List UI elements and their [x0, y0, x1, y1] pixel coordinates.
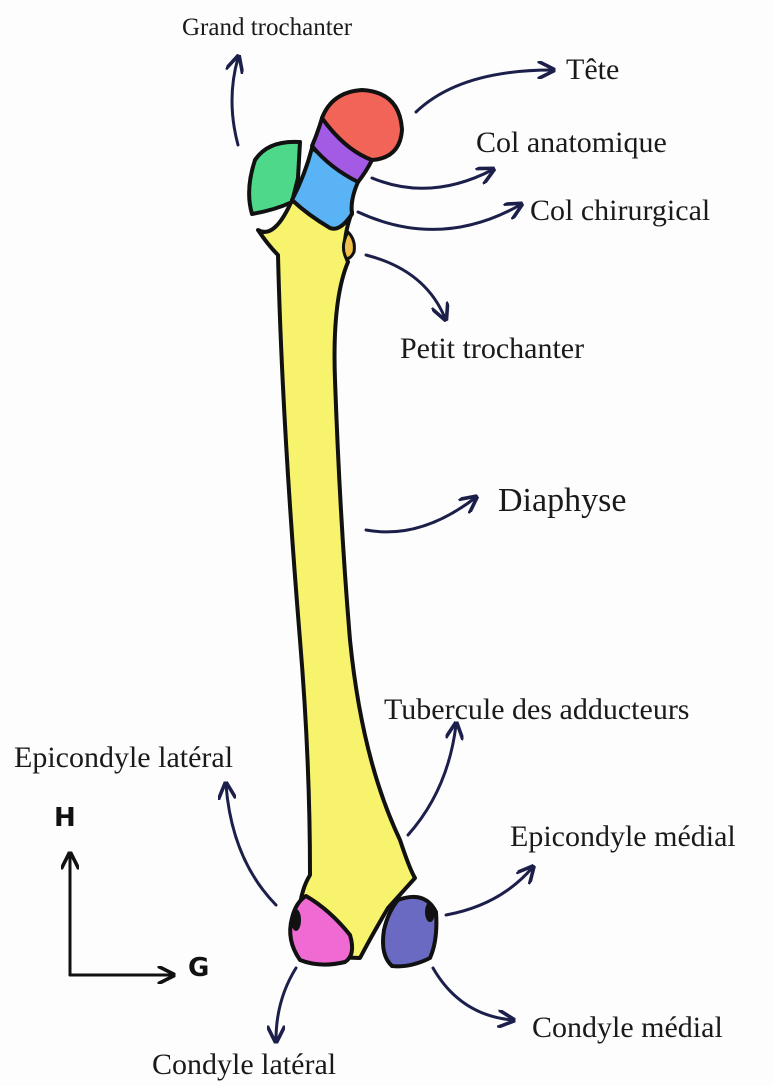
- label-diaphyse: Diaphyse: [498, 484, 626, 518]
- arrow-condyle-lateral: [276, 968, 296, 1040]
- label-grand-trochanter: Grand trochanter: [182, 15, 352, 40]
- arrow-epicondyle-medial: [446, 868, 532, 915]
- arrow-col-anatomique: [372, 170, 492, 188]
- arrow-diaphyse: [366, 498, 475, 532]
- label-epicondyle-lateral: Epicondyle latéral: [14, 743, 233, 773]
- label-col-anatomique: Col anatomique: [476, 128, 667, 158]
- axis-label-right: G: [188, 955, 209, 981]
- label-condyle-medial: Condyle médial: [532, 1013, 723, 1043]
- label-col-chirurgical: Col chirurgical: [530, 196, 710, 226]
- arrow-tete: [416, 70, 552, 112]
- arrow-petit-trochanter: [366, 255, 445, 318]
- lesser-trochanter-region: [343, 232, 354, 258]
- label-condyle-lateral: Condyle latéral: [152, 1050, 336, 1080]
- medial-epicondyle-mark: [425, 902, 435, 922]
- arrow-condyle-medial: [433, 968, 512, 1020]
- diaphysis-region: [258, 198, 415, 958]
- label-tete: Tête: [566, 55, 619, 85]
- lateral-epicondyle-mark: [291, 909, 301, 931]
- arrow-grand-trochanter: [232, 58, 238, 145]
- greater-trochanter-region: [249, 142, 300, 214]
- axis-label-up: H: [54, 805, 76, 831]
- arrow-epicondyle-lateral: [226, 785, 276, 905]
- label-tubercule-adducteurs: Tubercule des adducteurs: [384, 695, 689, 725]
- label-petit-trochanter: Petit trochanter: [400, 334, 584, 364]
- arrow-tubercule: [408, 725, 456, 835]
- arrow-col-chirurgical: [358, 205, 520, 229]
- label-epicondyle-medial: Epicondyle médial: [510, 822, 736, 852]
